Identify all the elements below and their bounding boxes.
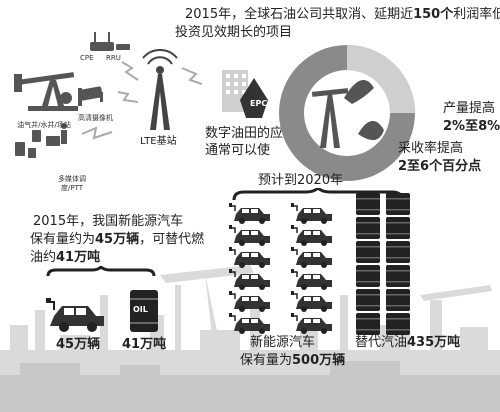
left-note-text-a: 保有量约为 <box>30 232 96 247</box>
rru-label: RRU <box>106 54 121 62</box>
car-icon-2015 <box>46 298 104 332</box>
forecast-cars-count: 500万辆 <box>292 353 346 368</box>
digital-oilfield-network-illustration <box>14 32 268 158</box>
forecast-cars-text: 保有量为 <box>240 353 293 368</box>
recovery-increase-line-2: 2至6个百分点 <box>398 159 482 174</box>
top-note-projects-count: 150个 <box>413 7 454 22</box>
top-note-line-2: 投资见效期长的项目 <box>175 25 293 40</box>
forecast-cars-line-1: 新能源汽车 <box>250 335 316 350</box>
output-increase-line-2: 2%至8% <box>443 119 500 134</box>
left-note-line-1: 2015年，我国新能源汽车 <box>33 214 184 229</box>
left-note-cars-count: 45万辆 <box>95 232 140 247</box>
camera-icon <box>79 86 103 102</box>
oil-barrel-icon-2015 <box>130 290 158 332</box>
oil-rig-icon <box>311 80 384 148</box>
forecast-oil-line: 替代汽油435万吨 <box>355 334 460 351</box>
industrial-skyline-background <box>0 265 500 412</box>
terminal-label: 多媒体调度/PTT <box>58 175 86 192</box>
pumpjack-label: 油气井/水井/场站 <box>17 121 71 129</box>
left-note-line-3: 油约41万吨 <box>30 249 100 266</box>
top-note-text-a: 2015年，全球石油公司共取消、延期近 <box>185 7 414 22</box>
left-note-text-c: ，可替代燃 <box>139 232 205 247</box>
cars-grid-2020 <box>228 202 333 335</box>
forecast-cars-line-2: 保有量为500万辆 <box>240 352 345 369</box>
app-line-1: 数字油田的应用 <box>205 126 297 141</box>
oil-rig-donut-graphic <box>279 45 415 181</box>
lte-tower-icon <box>142 48 178 130</box>
cpe-label: CPE <box>80 54 94 62</box>
router-icon <box>90 32 130 51</box>
forecast-brace <box>232 188 404 201</box>
barrel-label-2015: OIL <box>133 305 148 314</box>
left-note-brace <box>46 266 156 277</box>
oil-2015-label: 41万吨 <box>122 337 167 352</box>
epc-label: EPC <box>250 99 268 108</box>
app-line-2: 通常可以使 <box>205 143 271 158</box>
top-note-text-c: 利润率低、 <box>453 7 500 22</box>
lte-label: LTE基站 <box>140 136 177 147</box>
forecast-oil-amount: 435万吨 <box>407 335 461 350</box>
left-note-text-d: 油约 <box>30 250 57 265</box>
pumpjack-icon <box>14 72 82 111</box>
camera-label: 高清摄像机 <box>78 114 113 122</box>
oil-barrels-grid-2020 <box>356 193 410 335</box>
forecast-title: 预计到2020年 <box>258 173 344 188</box>
left-note-line-2: 保有量约为45万辆，可替代燃 <box>30 231 204 248</box>
terminal-devices-icon <box>15 123 67 158</box>
left-note-oil-amount: 41万吨 <box>56 250 101 265</box>
cars-2015-label: 45万辆 <box>56 337 101 352</box>
forecast-oil-text: 替代汽油 <box>355 335 408 350</box>
output-increase-line-1: 产量提高 <box>443 101 496 116</box>
top-note-line-1: 2015年，全球石油公司共取消、延期近150个利润率低、 <box>185 6 500 23</box>
epc-icon <box>240 78 268 118</box>
recovery-increase-line-1: 采收率提高 <box>398 141 464 156</box>
